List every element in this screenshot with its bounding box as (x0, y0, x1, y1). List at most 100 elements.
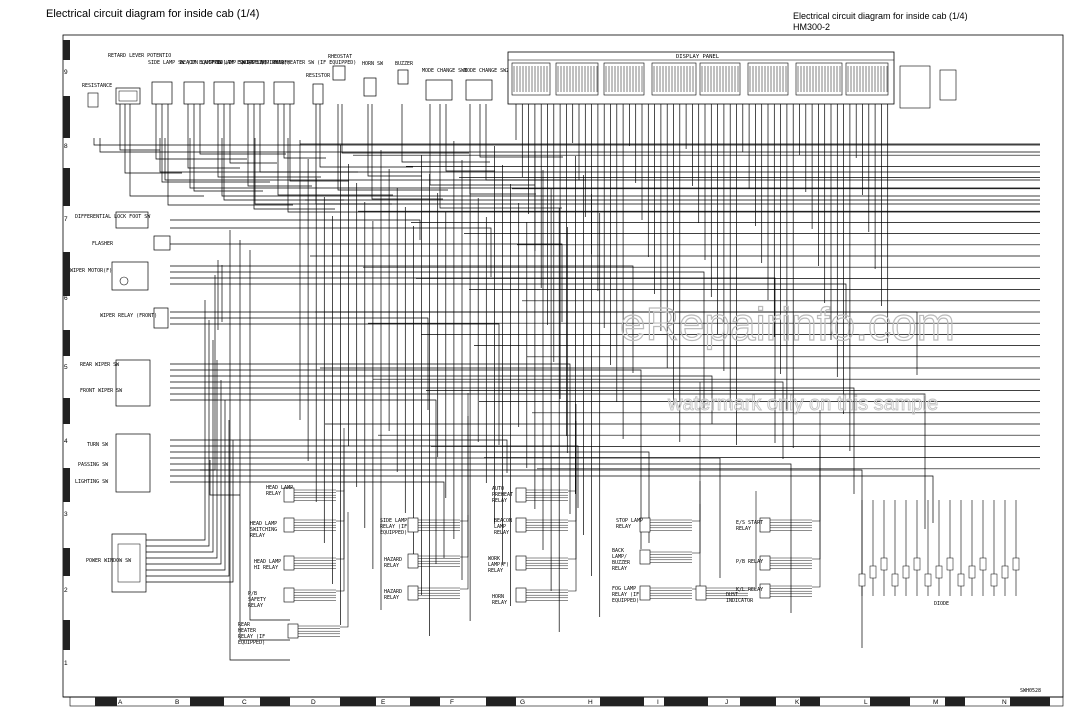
relay-label-line: HEAD LAMP (266, 485, 293, 491)
relay-label-line: HAZARD (384, 589, 402, 595)
relay-label-line: RELAY (616, 524, 631, 530)
relay-label-line: RELAY (612, 566, 627, 572)
wire-line (337, 104, 448, 191)
wire-line (146, 400, 226, 571)
relay-label-line: STOP LAMP (616, 518, 643, 524)
rear-heater-sw: REAR HEATER SW (IF EQUIPPED) (272, 60, 356, 105)
wire-line (170, 457, 721, 578)
wire-line (170, 481, 445, 558)
relay-body (283, 555, 295, 571)
relay-body (695, 585, 707, 601)
relay-label-line: LAMP(F) (488, 562, 509, 568)
relay-label-line: RELAY (492, 498, 507, 504)
relay-label-line: RELAY (736, 526, 751, 532)
relay-label-line: RELAY (384, 563, 399, 569)
diode-body (1001, 565, 1009, 579)
component-label: WIPER RELAY (FRONT) (100, 313, 157, 319)
wire-line (170, 369, 642, 549)
component-label: RETARD LEVER POTENTIO (108, 53, 171, 59)
wire-line (401, 104, 490, 163)
wire-line (146, 360, 218, 559)
flasher: FLASHER (92, 235, 171, 251)
relay-label-line: RELAY (492, 600, 507, 606)
wire-line (119, 104, 160, 151)
col-label: B (175, 699, 179, 706)
row-label: 6 (64, 295, 68, 302)
component-label: REAR WIPER SW (80, 362, 120, 368)
relay-body (407, 585, 419, 601)
wire-line (146, 300, 206, 541)
col-label: E (381, 699, 386, 706)
wire-line (319, 104, 413, 168)
relay-feed (336, 445, 345, 522)
wire-line (170, 311, 918, 375)
combination-switch: TURN SW PASSING SW LIGHTING SW (75, 433, 151, 493)
mode-change-sw2: MODE CHANGE SW2 (464, 68, 509, 101)
relay-label-line: RELAY (IF (238, 634, 265, 640)
col-label: J (725, 699, 728, 706)
wiring-harness (93, 104, 1040, 661)
diode-body (935, 565, 943, 579)
col-label: C (242, 699, 247, 706)
wire-line (146, 380, 222, 565)
relay-label-line: HEAD LAMP (250, 521, 277, 527)
wire-line (124, 104, 182, 174)
relay-label-line: INDICATOR (726, 598, 754, 604)
wire-line (217, 104, 321, 178)
relay-label-line: RELAY (IF (380, 524, 407, 530)
wire-line (161, 104, 270, 183)
col-label: K (795, 699, 800, 706)
differential-lock-sw: DIFFERENTIAL LOCK FOOT SW (75, 211, 151, 229)
relay-label-line: BUZZER (612, 560, 631, 566)
wire-line (429, 104, 535, 186)
wire-line (146, 420, 230, 577)
relay-label-line: LAMP/ (612, 554, 627, 560)
wire-line (167, 104, 293, 206)
relay-body (287, 623, 299, 639)
wire-line (170, 381, 784, 459)
col-label: L (864, 699, 868, 706)
display-connector (651, 62, 697, 96)
wire-line (146, 320, 210, 547)
diagram-title-right: Electrical circuit diagram for inside ca… (793, 11, 968, 33)
diode-body (924, 573, 932, 587)
relay-feed (460, 515, 469, 590)
relay-label-line: RELAY (488, 568, 503, 574)
relay-feed (692, 504, 701, 590)
component-label: FRONT WIPER SW (80, 388, 123, 394)
wire-line (341, 104, 469, 154)
row-label: 2 (64, 587, 68, 594)
relay-body (515, 517, 527, 533)
col-label: A (118, 699, 123, 706)
relay-label-line: RELAY (248, 603, 263, 609)
relay-label-line: HI RELAY (254, 565, 278, 571)
display-connector (845, 62, 889, 96)
component-label: LIGHTING SW (75, 479, 109, 485)
relay-label-line: P/B RELAY (736, 559, 763, 565)
beacon-lamp-sw: BEACON LAMP SW (IF EQUIPPED) (180, 60, 264, 105)
wire-line (283, 104, 326, 159)
resistance-label: RESISTANCE (82, 83, 112, 89)
drawing-number: SWH0528 (1020, 688, 1041, 694)
wire-line (155, 104, 247, 160)
relay-feed (340, 512, 349, 628)
relay-body (283, 587, 295, 603)
relay-label-line: EQUIPPED) (612, 598, 639, 604)
diode-body (880, 557, 888, 571)
component-label: TURN SW (87, 442, 109, 448)
relay-label-line: EQUIPPED) (238, 640, 265, 646)
relay-body (515, 487, 527, 503)
relay-feed (336, 470, 345, 560)
wire-line (479, 104, 563, 158)
relay-feed (568, 404, 577, 492)
relay-label-line: BEACON (494, 518, 512, 524)
row-label: 3 (64, 511, 68, 518)
diode-body (1012, 557, 1020, 571)
diode-body (957, 573, 965, 587)
wire-line (485, 104, 586, 181)
